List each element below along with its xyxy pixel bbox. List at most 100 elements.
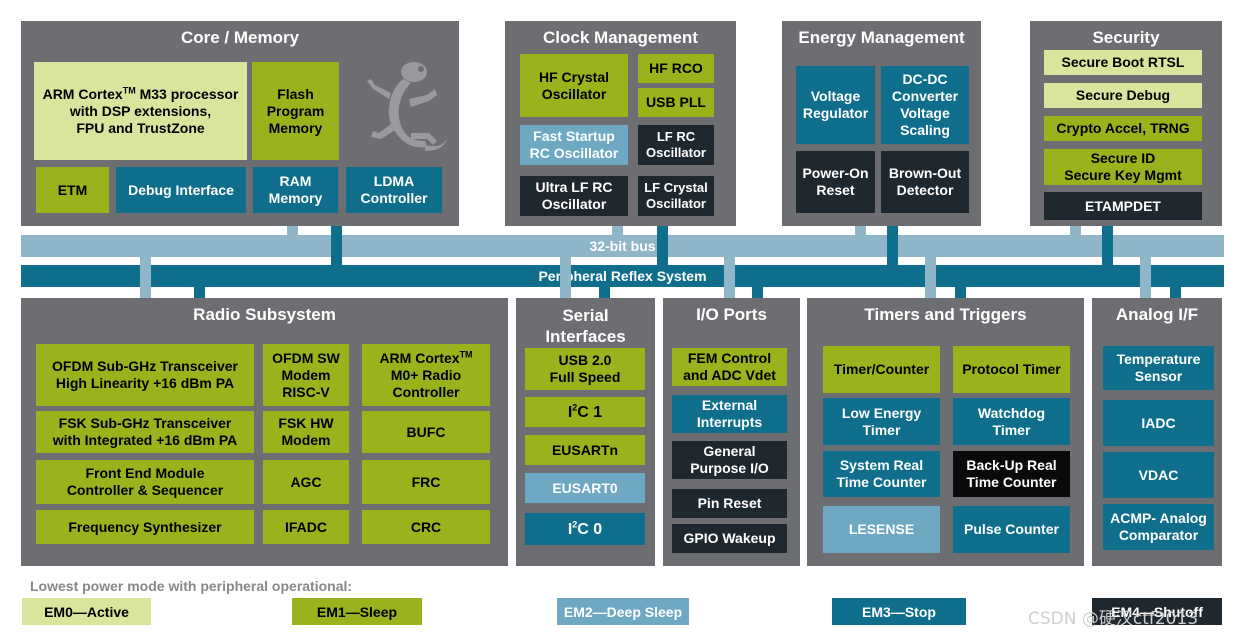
legend-em0: EM0—Active — [22, 598, 151, 625]
bus-connector — [724, 257, 735, 298]
hf-crystal-oscillator-block: HF Crystal Oscillator — [520, 54, 628, 117]
temperature-sensor-block: Temperature Sensor — [1103, 346, 1214, 390]
vdac-label: VDAC — [1138, 466, 1179, 483]
ldma-controller-block: LDMA Controller — [346, 167, 442, 213]
lf-rc-oscillator-block: LF RC Oscillator — [638, 125, 714, 165]
serial-interfaces-panel: Serial Interfaces USB 2.0 Full Speed I2C… — [516, 298, 655, 566]
eusartn-label: EUSARTn — [551, 441, 619, 458]
crypto-label: Crypto Accel, TRNG — [1056, 120, 1190, 136]
i2c0-label-post: C 0 — [577, 520, 603, 538]
security-title: Security — [1092, 28, 1160, 47]
vdac-block: VDAC — [1103, 452, 1214, 498]
legend-em0-label: EM0—Active — [44, 603, 129, 620]
fsk-hw-modem-block: FSK HW Modem — [263, 411, 349, 453]
secure-debug-block: Secure Debug — [1044, 83, 1202, 108]
bus-connector — [560, 257, 571, 298]
iadc-block: IADC — [1103, 400, 1214, 446]
legend-em4: EM4—Shutoff — [1092, 598, 1222, 625]
ofdm-modem-label: OFDM SW Modem RISC-V — [272, 349, 340, 400]
lesense-label: LESENSE — [848, 521, 915, 537]
watchdog-timer-block: Watchdog Timer — [953, 398, 1070, 445]
hfrco-label: HF RCO — [649, 60, 703, 76]
pulse-counter-block: Pulse Counter — [953, 506, 1070, 553]
bus-connector — [194, 287, 205, 298]
bus-connector — [1102, 226, 1113, 265]
clock-management-title: Clock Management — [543, 28, 698, 47]
ofdm-transceiver-block: OFDM Sub-GHz Transceiver High Linearity … — [36, 344, 254, 406]
arm-m0-radio-controller-block: ARM CortexTM M0+ Radio Controller — [362, 344, 490, 406]
eusartn-block: EUSARTn — [525, 435, 645, 465]
energy-management-title: Energy Management — [798, 28, 965, 47]
bufc-label: BUFC — [406, 423, 446, 440]
lesense-block: LESENSE — [823, 506, 940, 553]
radio-subsystem-panel: Radio Subsystem OFDM Sub-GHz Transceiver… — [21, 298, 508, 566]
timers-triggers-title: Timers and Triggers — [864, 305, 1027, 324]
sysrtc-label: System Real Time Counter — [836, 457, 927, 490]
secure-debug-label: Secure Debug — [1075, 87, 1171, 103]
acmp-block: ACMP- Analog Comparator — [1103, 504, 1214, 550]
system-rtc-block: System Real Time Counter — [823, 451, 940, 497]
serial-interfaces-title: Serial Interfaces — [545, 306, 626, 346]
burtc-label: Back-Up Real Time Counter — [966, 457, 1057, 490]
secure-boot-rtsl-block: Secure Boot RTSL — [1044, 50, 1202, 75]
cpu-m33-block: ARM CortexTM M33 processor with DSP exte… — [34, 62, 247, 160]
hf-rco-block: HF RCO — [638, 54, 714, 83]
i2c0-label-pre: I — [567, 520, 573, 538]
voltage-regulator-block: Voltage Regulator — [796, 66, 875, 144]
radio-subsystem-title: Radio Subsystem — [193, 305, 336, 324]
ifadc-label: IFADC — [285, 518, 327, 535]
i2c1-block: I2C 1 — [525, 397, 645, 427]
letimer-label: Low Energy Timer — [841, 404, 922, 438]
i2c0-label-sup: 2 — [572, 519, 578, 530]
bufc-block: BUFC — [362, 411, 490, 453]
eusart0-label: EUSART0 — [552, 479, 618, 496]
legend-em1: EM1—Sleep — [292, 598, 422, 625]
legend-em2-label: EM2—Deep Sleep — [563, 603, 683, 620]
hfxo-label: HF Crystal Oscillator — [538, 68, 610, 102]
bus-connector — [599, 287, 610, 298]
peripheral-reflex-system-bus: Peripheral Reflex System — [21, 265, 1224, 287]
flash-label: Flash Program Memory — [266, 85, 325, 136]
fsrco-label: Fast Startup RC Oscillator — [529, 128, 619, 161]
gecko-logo-icon — [367, 62, 447, 151]
io-ports-title: I/O Ports — [696, 305, 767, 324]
i2c0-block: I2C 0 — [525, 513, 645, 545]
crc-block: CRC — [362, 510, 490, 544]
energy-management-panel: Energy Management Voltage Regulator DC-D… — [782, 21, 981, 226]
crypto-accel-trng-block: Crypto Accel, TRNG — [1044, 116, 1202, 141]
temp-label: Temperature Sensor — [1116, 351, 1201, 384]
bus-connector — [752, 287, 763, 298]
ultra-lf-rc-oscillator-block: Ultra LF RC Oscillator — [520, 176, 628, 216]
security-panel: Security Secure Boot RTSL Secure Debug C… — [1030, 21, 1222, 226]
cpu-label-pre: ARM Cortex — [42, 85, 123, 102]
i2c1-label-post: C 1 — [577, 403, 603, 421]
bus-connector — [612, 226, 623, 235]
iadc-label: IADC — [1141, 414, 1176, 431]
pulse-counter-label: Pulse Counter — [964, 521, 1059, 537]
io-ports-panel: I/O Ports FEM Control and ADC Vdet Exter… — [663, 298, 800, 566]
csdn-watermark: CSDN @硬汉ctf2013 — [1028, 609, 1199, 629]
ofdm-trx-label: OFDM Sub-GHz Transceiver High Linearity … — [52, 358, 238, 391]
external-interrupts-block: External Interrupts — [672, 395, 787, 433]
legend-em4-label: EM4—Shutoff — [1111, 603, 1203, 620]
por-label: Power-On Reset — [802, 165, 869, 198]
legend-em3: EM3—Stop — [832, 598, 966, 625]
arm-m0-label-post: M0+ Radio Controller — [390, 366, 462, 400]
lf-crystal-oscillator-block: LF Crystal Oscillator — [638, 176, 714, 216]
legend-em1-label: EM1—Sleep — [316, 603, 398, 620]
usb-label: USB 2.0 Full Speed — [549, 352, 621, 385]
bus-connector — [925, 257, 936, 298]
protocol-timer-block: Protocol Timer — [953, 346, 1070, 393]
bus-connector — [287, 226, 298, 235]
bus-connector — [140, 257, 151, 298]
ifadc-block: IFADC — [263, 510, 349, 544]
eusart0-block: EUSART0 — [525, 473, 645, 503]
ram-memory-block: RAM Memory — [253, 167, 338, 213]
dcdc-label: DC-DC Converter Voltage Scaling — [891, 71, 959, 138]
frc-block: FRC — [362, 460, 490, 504]
flash-memory-block: Flash Program Memory — [252, 62, 339, 160]
bus-32bit: 32-bit bus — [21, 235, 1224, 257]
fast-startup-rc-oscillator-block: Fast Startup RC Oscillator — [520, 125, 628, 165]
bus-connector — [657, 226, 668, 265]
ext-int-label: External Interrupts — [696, 397, 763, 430]
